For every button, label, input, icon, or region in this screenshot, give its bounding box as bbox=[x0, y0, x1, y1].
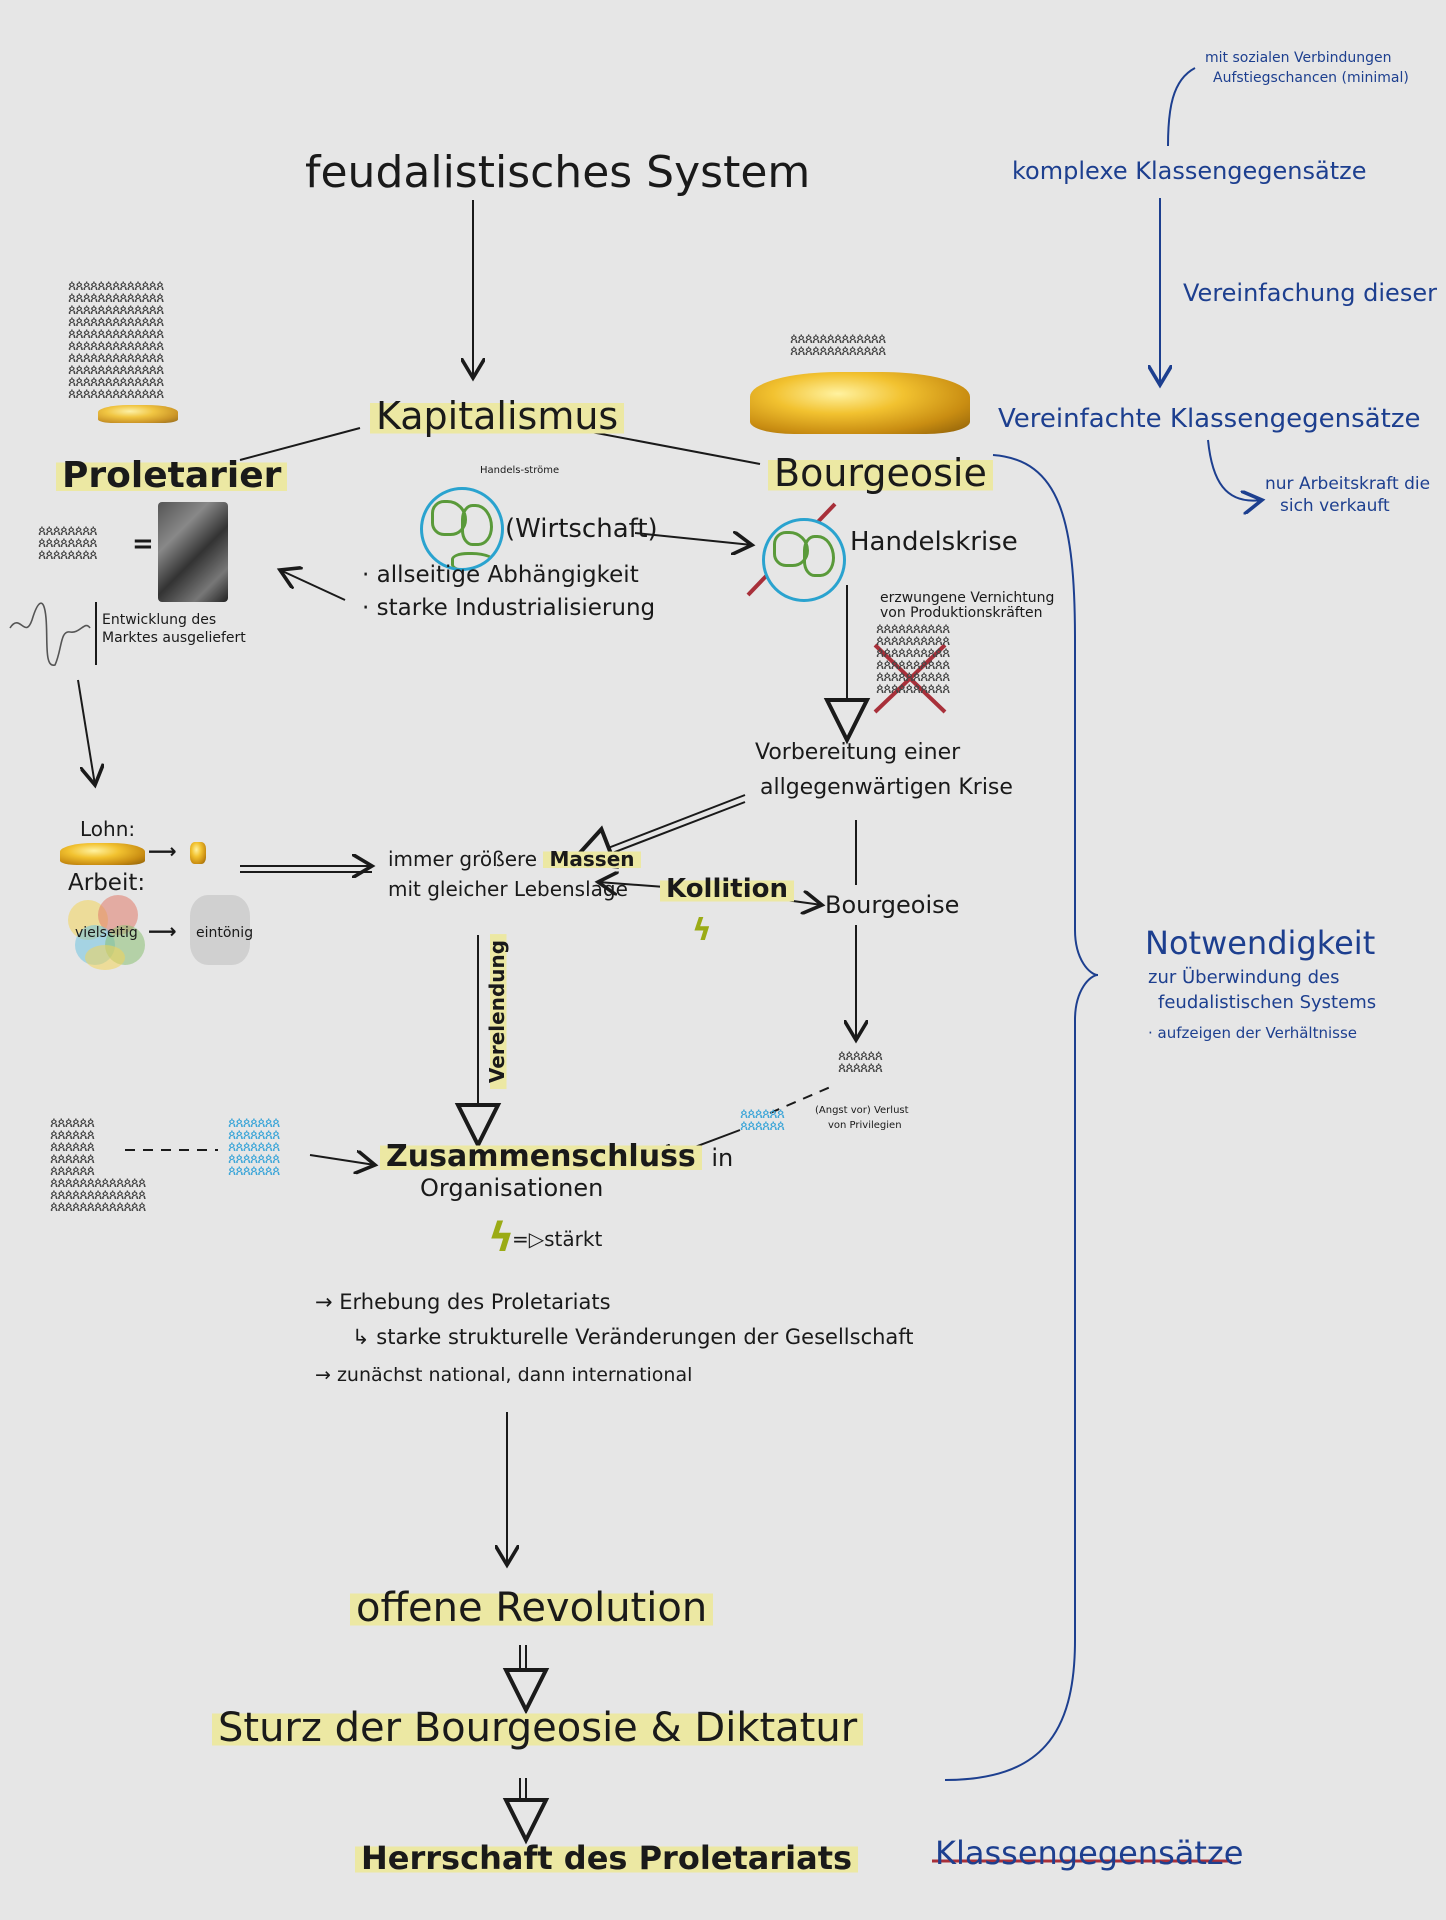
node-kollition: Kollition bbox=[660, 874, 795, 905]
node-komplexe-klassengegensaetze: komplexe Klassengegensätze bbox=[1012, 157, 1367, 185]
node-sturz-diktatur: Sturz der Bourgeosie & Diktatur bbox=[212, 1705, 864, 1751]
label-lohn: Lohn: bbox=[80, 817, 136, 841]
label-verelendung: Verelendung bbox=[485, 933, 510, 1090]
node-zusammenschluss: Zusammenschluss in bbox=[380, 1139, 734, 1175]
label-wirtschaft: (Wirtschaft) bbox=[505, 514, 658, 544]
node-proletarier: Proletarier bbox=[56, 455, 288, 497]
rev-offene: offene bbox=[356, 1585, 483, 1631]
coin-stack-icon bbox=[190, 842, 206, 864]
struck-klassengegensaetze: Klassengegensätze bbox=[935, 1834, 1244, 1872]
rev-revolution: Revolution bbox=[495, 1585, 708, 1631]
markt-line-2: Marktes ausgeliefert bbox=[102, 630, 246, 646]
note-soziale-verbindungen: mit sozialen Verbindungen bbox=[1205, 50, 1392, 66]
node-notwendigkeit: Notwendigkeit bbox=[1145, 924, 1376, 962]
node-herrschaft: Herrschaft des Proletariats bbox=[355, 1840, 859, 1877]
blue-curve-top bbox=[1167, 67, 1196, 147]
note-veraenderungen: ↳ starke strukturelle Veränderungen der … bbox=[352, 1325, 914, 1349]
market-curve bbox=[9, 602, 91, 666]
crowd-bourgeosie-icon: ጰጰጰጰጰጰጰጰጰጰጰጰጰ ጰጰጰጰጰጰጰጰጰጰጰጰጰ bbox=[790, 331, 886, 359]
notw-line-3: · aufzeigen der Verhältnisse bbox=[1148, 1024, 1358, 1042]
node-handelskrise: Handelskrise bbox=[850, 527, 1018, 557]
node-vereinfachte-klassengegensaetze: Vereinfachte Klassengegensätze bbox=[998, 404, 1421, 434]
blue-brace bbox=[944, 454, 1099, 1781]
workers-icon: ጰጰጰጰጰጰጰጰ ጰጰጰጰጰጰጰጰ ጰጰጰጰጰጰጰጰ bbox=[38, 523, 98, 563]
crowd-proletarier-icon: ጰጰጰጰጰጰጰጰጰጰጰጰጰ ጰጰጰጰጰጰጰጰጰጰጰጰጰ ጰጰጰጰጰጰጰጰጰጰጰጰ… bbox=[68, 278, 164, 402]
privilegien-line-2: von Privilegien bbox=[828, 1120, 902, 1131]
zusammenschluss-highlight: Zusammenschluss bbox=[380, 1139, 702, 1174]
massen-text: immer größere bbox=[388, 847, 538, 871]
zus-in: in bbox=[711, 1144, 734, 1172]
vernichtung-line-1: erzwungene Vernichtung bbox=[880, 590, 1055, 606]
label-organisationen: Organisationen bbox=[420, 1174, 604, 1202]
bullet-industrialisierung: · starke Industrialisierung bbox=[362, 595, 656, 621]
markt-line-1: Entwicklung des bbox=[102, 612, 217, 628]
arrow-to-proletarier bbox=[280, 570, 346, 601]
node-offene-revolution: offene Revolution bbox=[350, 1585, 714, 1631]
note-national: → zunächst national, dann international bbox=[315, 1364, 693, 1386]
notw-line-1: zur Überwindung des bbox=[1148, 967, 1340, 988]
crowd-destroyed-icon: ጰጰጰጰጰጰጰጰጰጰ ጰጰጰጰጰጰጰጰጰጰ ጰጰጰጰጰጰጰጰጰጰ ጰጰጰጰጰጰጰ… bbox=[876, 621, 950, 697]
crowd-large-icon: ጰጰጰጰጰጰ ጰጰጰጰጰጰ ጰጰጰጰጰጰ ጰጰጰጰጰጰ ጰጰጰጰጰጰ ጰጰጰጰጰ… bbox=[50, 1115, 146, 1215]
machine-icon bbox=[158, 502, 228, 602]
vorbereitung-line-2: allgegenwärtigen Krise bbox=[760, 775, 1013, 800]
lightning-bolt-strengthen-icon: ϟ bbox=[488, 1215, 515, 1261]
crowd-blue-defectors-icon: ጰጰጰጰጰጰ ጰጰጰጰጰጰ bbox=[740, 1106, 785, 1134]
bullet-abhaengigkeit: · allseitige Abhängigkeit bbox=[362, 562, 639, 588]
massen-line-1: immer größere Massen bbox=[388, 847, 641, 871]
label-vielseitig: vielseitig bbox=[75, 925, 138, 941]
label-eintoenig: eintönig bbox=[196, 925, 254, 941]
arrow-proletarier-down bbox=[77, 679, 95, 785]
notw-line-2: feudalistischen Systems bbox=[1158, 992, 1377, 1013]
blue-arrow-arbeitskraft bbox=[1207, 439, 1262, 501]
small-gold-pile-icon bbox=[98, 405, 178, 423]
arbeit-arrow: ⟶ bbox=[148, 919, 177, 943]
note-aufstiegschancen: Aufstiegschancen (minimal) bbox=[1213, 70, 1409, 86]
lightning-bolt-icon: ϟ bbox=[692, 913, 712, 948]
node-bourgeoise: Bourgeoise bbox=[825, 891, 960, 919]
coin-pile-icon bbox=[60, 843, 145, 865]
title-feudal-system: feudalistisches System bbox=[305, 147, 811, 198]
label-vereinfachung: Vereinfachung dieser bbox=[1183, 279, 1437, 307]
vorbereitung-line-1: Vorbereitung einer bbox=[755, 740, 961, 765]
crossed-globe-icon bbox=[762, 518, 846, 602]
privilegien-line-1: (Angst vor) Verlust bbox=[815, 1105, 909, 1116]
note-arbeitskraft-1: nur Arbeitskraft die bbox=[1265, 474, 1431, 494]
globe-label: Handels-ströme bbox=[480, 465, 560, 476]
lohn-arrow: ⟶ bbox=[148, 839, 177, 863]
note-arbeitskraft-2: sich verkauft bbox=[1280, 496, 1390, 516]
revolution-highlight: offene Revolution bbox=[350, 1585, 714, 1631]
arrow-blue-zus bbox=[309, 1155, 375, 1165]
vernichtung-line-2: von Produktionskräften bbox=[880, 605, 1043, 621]
label-arbeit: Arbeit: bbox=[68, 870, 146, 896]
node-kapitalismus: Kapitalismus bbox=[370, 394, 625, 439]
crowd-bourgeoise-icon: ጰጰጰጰጰጰ ጰጰጰጰጰጰ bbox=[838, 1048, 883, 1076]
note-erhebung: → Erhebung des Proletariats bbox=[315, 1290, 611, 1314]
node-bourgeosie: Bourgeosie bbox=[768, 451, 993, 496]
massen-highlight: Massen bbox=[543, 847, 641, 871]
arrow-krise-massen bbox=[567, 794, 746, 869]
equals-sign: = bbox=[132, 529, 154, 559]
gold-bars-icon bbox=[750, 372, 970, 434]
label-staerkt: =▷stärkt bbox=[512, 1227, 603, 1251]
massen-line-2: mit gleicher Lebenslage bbox=[388, 877, 628, 901]
crowd-blue-organized-icon: ጰጰጰጰጰጰጰ ጰጰጰጰጰጰጰ ጰጰጰጰጰጰጰ ጰጰጰጰጰጰጰ ጰጰጰጰጰጰጰ bbox=[228, 1115, 280, 1179]
globe-icon bbox=[420, 487, 504, 571]
